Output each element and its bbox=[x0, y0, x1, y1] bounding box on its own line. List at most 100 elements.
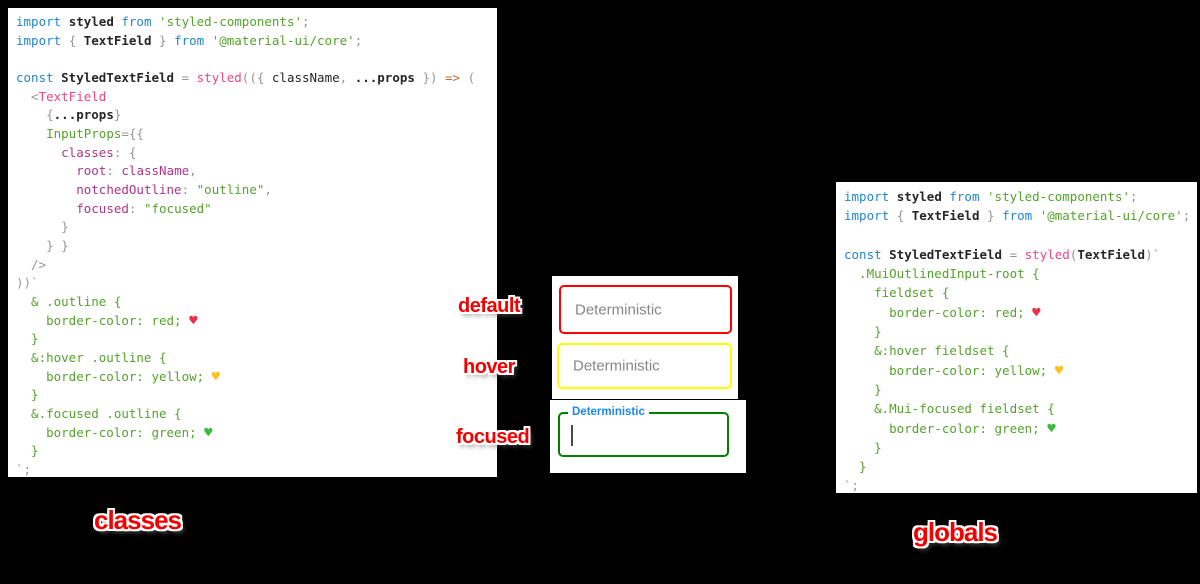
text-caret bbox=[571, 425, 573, 446]
code-line bbox=[844, 226, 1197, 245]
floating-label: Deterministic bbox=[568, 406, 649, 418]
code-line: &:hover fieldset { bbox=[844, 341, 1197, 360]
heart-icon: ♥ bbox=[1032, 304, 1041, 321]
code-token: import bbox=[844, 208, 897, 224]
code-token: } bbox=[979, 208, 1003, 224]
code-line: import { TextField } from '@material-ui/… bbox=[844, 206, 1197, 225]
code-token: { bbox=[896, 208, 912, 224]
code-token: classes bbox=[61, 144, 114, 160]
code-line: } bbox=[844, 380, 1197, 399]
code-line: } bbox=[844, 438, 1197, 457]
code-token: { bbox=[16, 107, 54, 123]
heart-icon: ♥ bbox=[211, 368, 221, 385]
code-token: fieldset { bbox=[844, 285, 950, 301]
code-token: = bbox=[1009, 246, 1025, 262]
code-token: ; bbox=[302, 14, 310, 29]
code-token: ))` bbox=[16, 275, 39, 291]
code-token: '@material-ui/core' bbox=[1039, 208, 1183, 224]
textfield-focused[interactable]: Deterministic bbox=[558, 406, 729, 457]
code-token: border-color: yellow; bbox=[844, 362, 1055, 378]
code-token: styled bbox=[196, 70, 242, 86]
code-token: focused bbox=[76, 200, 129, 216]
code-line: focused: "focused" bbox=[16, 200, 497, 219]
heart-icon: ♥ bbox=[1047, 420, 1056, 437]
code-token: import bbox=[16, 32, 69, 48]
code-line bbox=[16, 50, 497, 69]
code-token: const bbox=[844, 246, 890, 262]
code-token: styled bbox=[1024, 246, 1070, 262]
code-line: border-color: yellow; ♥ bbox=[844, 361, 1197, 380]
code-token: from bbox=[949, 189, 988, 204]
code-token bbox=[16, 163, 76, 178]
code-token: `; bbox=[844, 478, 860, 494]
code-token: InputProps bbox=[46, 126, 122, 142]
textfield-default[interactable]: Deterministic bbox=[559, 285, 732, 334]
code-token: border-color: yellow; bbox=[16, 368, 212, 384]
code-token: { bbox=[68, 32, 84, 48]
code-line: } bbox=[844, 322, 1197, 341]
code-token bbox=[16, 201, 76, 216]
code-line: & .outline { bbox=[16, 293, 497, 312]
code-line: &:hover .outline { bbox=[16, 349, 497, 368]
code-line: border-color: red; ♥ bbox=[844, 303, 1197, 322]
code-token: TextField bbox=[38, 88, 107, 104]
code-token: className bbox=[121, 163, 190, 179]
heart-icon: ♥ bbox=[189, 312, 198, 329]
code-line: &.Mui-focused fieldset { bbox=[844, 399, 1197, 418]
code-token: : bbox=[128, 200, 144, 216]
code-line: .MuiOutlinedInput-root { bbox=[844, 264, 1197, 283]
code-token: import bbox=[16, 14, 69, 29]
code-token: , bbox=[189, 163, 197, 179]
code-token: from bbox=[1002, 208, 1040, 224]
globals-code-panel: import styled from 'styled-components';i… bbox=[836, 182, 1197, 493]
code-token bbox=[16, 126, 46, 141]
code-token bbox=[16, 182, 76, 197]
code-line: } bbox=[16, 442, 497, 461]
textfield-hover[interactable]: Deterministic bbox=[557, 343, 732, 389]
code-token: ...props bbox=[354, 70, 415, 86]
code-token: &.focused .outline { bbox=[16, 406, 182, 422]
code-token: = bbox=[181, 70, 197, 86]
code-token bbox=[16, 145, 61, 160]
textfield-demo-card-top: Deterministic Deterministic bbox=[552, 276, 738, 399]
code-token: ; bbox=[354, 32, 363, 48]
code-line: root: className, bbox=[16, 162, 497, 181]
code-line: border-color: red; ♥ bbox=[16, 312, 497, 331]
code-line: } bbox=[16, 330, 497, 349]
classes-caption: classes bbox=[94, 505, 182, 535]
code-token: } bbox=[113, 107, 122, 123]
code-token: "outline" bbox=[196, 182, 265, 198]
code-token: &:hover fieldset { bbox=[844, 343, 1010, 359]
code-line: import { TextField } from '@material-ui/… bbox=[16, 32, 497, 51]
code-line: `; bbox=[16, 461, 497, 480]
code-token: styled bbox=[896, 189, 950, 204]
code-token: TextField bbox=[83, 32, 152, 48]
code-line: import styled from 'styled-components'; bbox=[844, 187, 1197, 206]
code-token: className bbox=[271, 70, 340, 86]
code-token: ...props bbox=[53, 107, 114, 123]
code-line: InputProps={{ bbox=[16, 125, 497, 144]
code-line: } bbox=[16, 386, 497, 405]
heart-icon: ♥ bbox=[1054, 362, 1064, 379]
code-token: &.Mui-focused fieldset { bbox=[844, 401, 1055, 417]
code-token: &:hover .outline { bbox=[16, 350, 167, 366]
code-token: & .outline { bbox=[16, 294, 122, 310]
code-token: styled bbox=[68, 14, 122, 29]
textfield-placeholder: Deterministic bbox=[575, 301, 662, 318]
code-token: from bbox=[174, 32, 212, 48]
code-line: <TextField bbox=[16, 88, 497, 107]
code-token: 'styled-components' bbox=[987, 189, 1131, 204]
code-token: ( bbox=[460, 70, 476, 86]
code-line: classes: { bbox=[16, 144, 497, 163]
code-token: ; bbox=[1182, 208, 1191, 224]
code-token: , bbox=[339, 70, 355, 86]
code-line: fieldset { bbox=[844, 283, 1197, 302]
code-token: , bbox=[264, 182, 272, 198]
code-token: } bbox=[16, 387, 39, 403]
code-line: const StyledTextField = styled(({ classN… bbox=[16, 69, 497, 88]
code-token: (({ bbox=[241, 70, 272, 86]
code-line: /> bbox=[16, 256, 497, 275]
code-token: `; bbox=[16, 462, 32, 478]
code-token: } bbox=[16, 219, 69, 235]
heart-icon: ♥ bbox=[204, 424, 213, 441]
